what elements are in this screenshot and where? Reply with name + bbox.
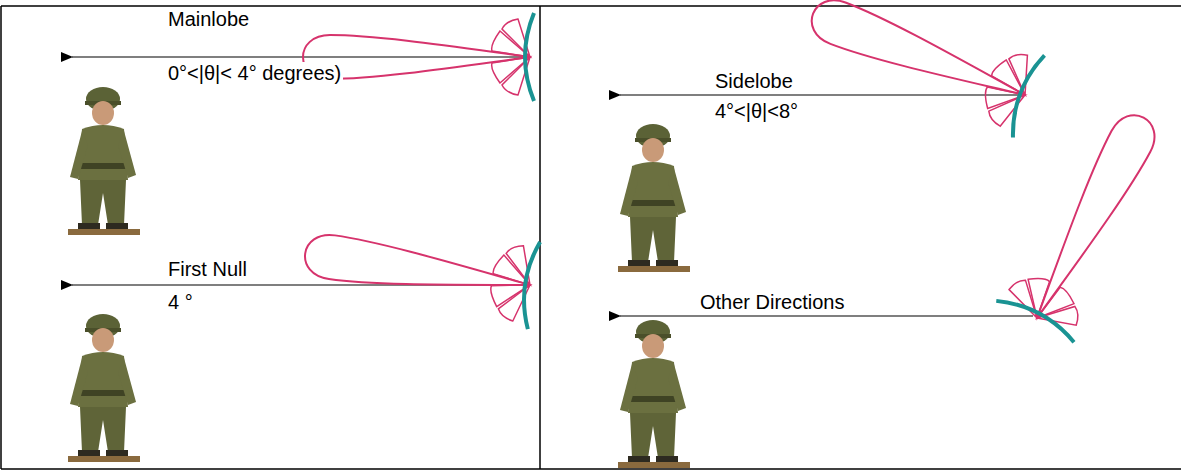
label-text: Sidelobe [713,70,795,92]
label-text: Mainlobe [166,8,251,30]
label-text: 4 ° [166,291,195,313]
label-text: 0°<|θ|< 4° degrees) [166,62,343,84]
label-text: Other Directions [698,291,847,313]
label-text: First Null [166,258,249,280]
label-text: 4°<|θ|<8° [713,100,800,122]
